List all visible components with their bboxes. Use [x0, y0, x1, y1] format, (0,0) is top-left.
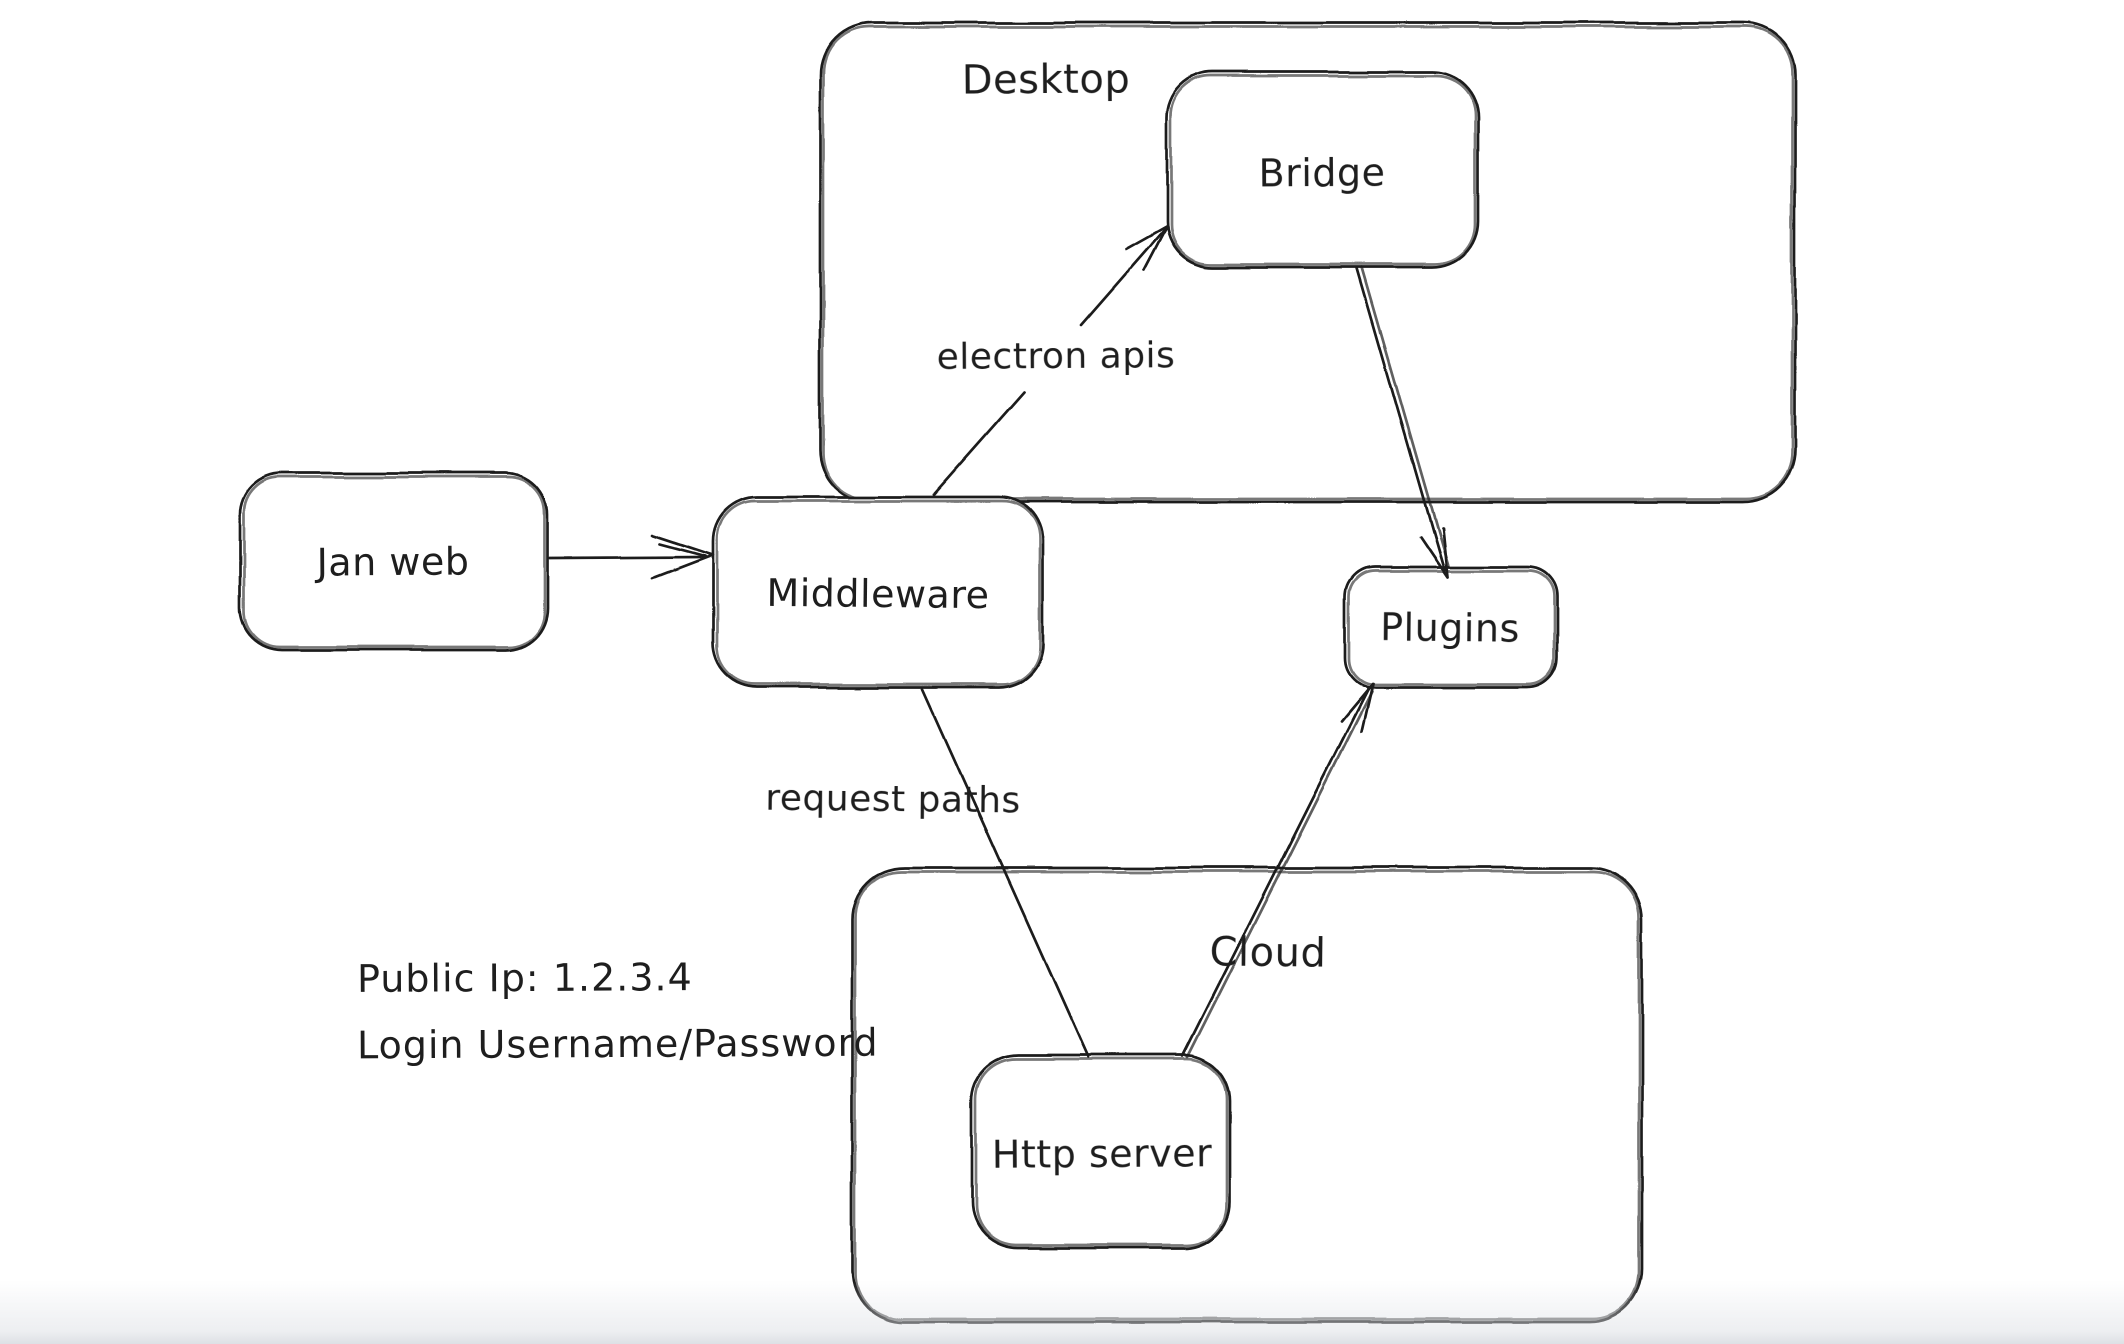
cloud-label: Cloud [1209, 929, 1327, 977]
arrowhead-right [650, 533, 715, 580]
bridge-label: Bridge [1258, 150, 1386, 196]
edge-middleware-to-http-server[interactable] [921, 687, 1090, 1059]
http-server-outline-sketch [974, 1057, 1229, 1247]
middleware-outline [711, 495, 1045, 689]
edge-shaft [921, 687, 1090, 1059]
edge-http-server-to-plugins[interactable] [1181, 682, 1374, 1059]
edge-shaft-lower [931, 390, 1026, 497]
jan-web-outline [238, 471, 549, 652]
annotation-login: Login Username/Password [356, 1020, 879, 1068]
bridge-outline-sketch [1169, 74, 1477, 266]
edge-label-electron-apis: electron apis [936, 335, 1176, 378]
jan-web-label: Jan web [316, 539, 470, 585]
edge-shaft-sketch [1186, 690, 1373, 1059]
http-server-label: Http server [991, 1131, 1213, 1177]
plugins-outline [1343, 565, 1559, 690]
node-jan-web[interactable] [238, 471, 549, 652]
middleware-outline-sketch [715, 499, 1042, 686]
edge-shaft-upper [1079, 228, 1166, 327]
desktop-label: Desktop [961, 56, 1131, 104]
middleware-label: Middleware [766, 570, 990, 618]
edge-shaft [547, 555, 708, 560]
edge-label-request-paths: request paths [765, 777, 1021, 822]
plugins-label: Plugins [1379, 605, 1521, 651]
annotation-public-ip: Public Ip: 1.2.3.4 [356, 955, 693, 1001]
edge-middleware-to-bridge[interactable] [931, 224, 1169, 497]
node-bridge[interactable] [1165, 70, 1480, 269]
desktop-outline-sketch [821, 25, 1794, 501]
arrowhead-up-right [1339, 682, 1374, 734]
node-middleware[interactable] [711, 495, 1045, 689]
node-plugins[interactable] [1343, 565, 1559, 690]
arrowhead-up-right [1124, 224, 1169, 272]
arrowhead-down [1418, 526, 1449, 579]
node-http-server[interactable] [970, 1053, 1232, 1250]
edge-jan-web-to-middleware[interactable] [547, 533, 715, 580]
jan-web-outline-sketch [242, 475, 546, 649]
edge-bridge-to-plugins[interactable] [1355, 265, 1450, 579]
edge-shaft [1355, 266, 1446, 572]
http-server-outline [970, 1053, 1232, 1250]
bridge-outline [1165, 70, 1480, 269]
edge-shaft [1181, 686, 1370, 1058]
plugins-outline-sketch [1347, 569, 1556, 687]
edge-shaft-sketch [1360, 265, 1450, 568]
